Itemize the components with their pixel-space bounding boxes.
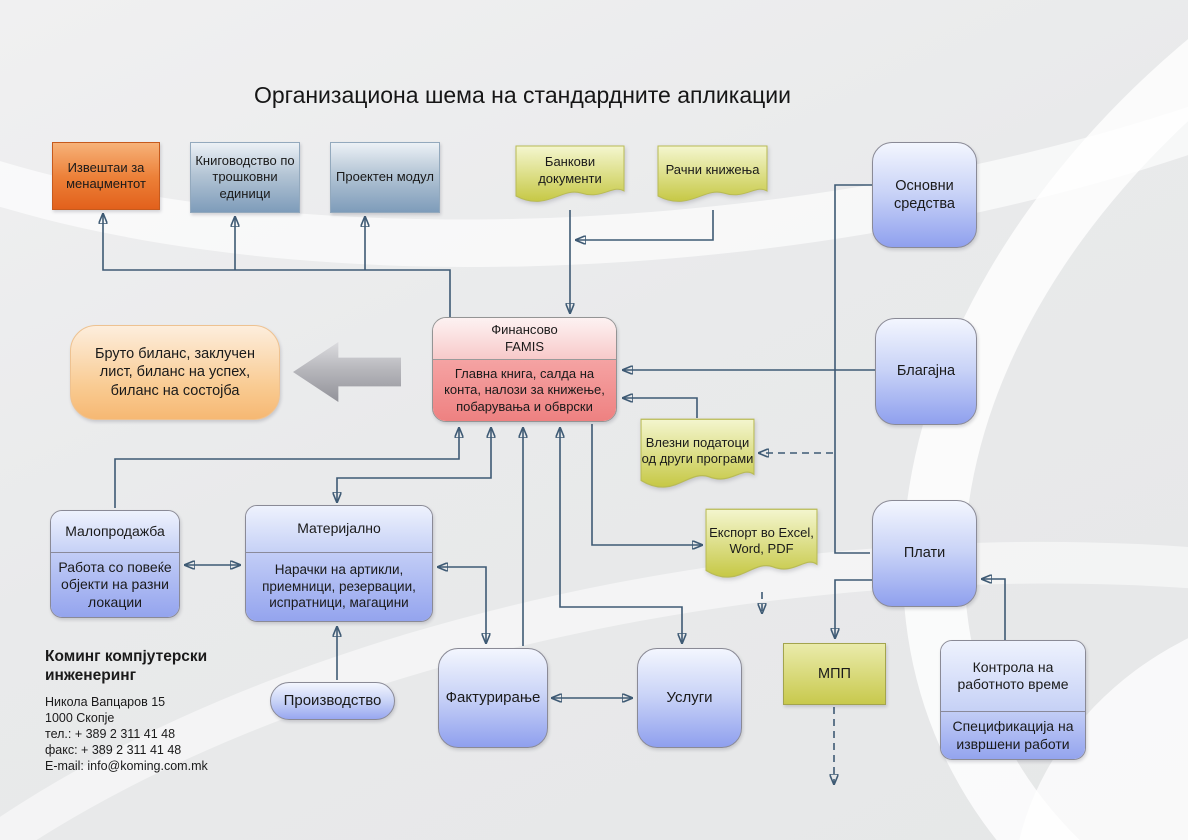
node-label: Фактурирање xyxy=(445,688,541,706)
node-mpp: МПП xyxy=(783,643,886,705)
node-bank-documents: Банкови документи xyxy=(515,145,625,212)
node-famis: Финансово FAMIS Главна книга, салда на к… xyxy=(432,317,617,422)
background-swoosh-bottom xyxy=(0,425,1188,840)
company-fax: факс: + 389 2 311 41 48 xyxy=(45,743,182,758)
node-cost-accounting: Книговодство по трошковни единици xyxy=(190,142,300,213)
node-label: Влезни податоци од други програми xyxy=(641,434,754,466)
connector-payroll-mpp xyxy=(835,579,872,638)
node-invoicing: Фактурирање xyxy=(438,648,548,748)
node-services: Услуги xyxy=(637,648,742,748)
node-payroll: Плати xyxy=(872,500,977,607)
node-label: МПП xyxy=(818,665,851,682)
famis-body: Главна книга, салда на конта, налози за … xyxy=(433,360,616,421)
company-email: E-mail: info@koming.com.mk xyxy=(45,759,208,774)
time-control-body: Спецификација на извршени работи xyxy=(941,712,1085,759)
node-label: Експорт во Excel, Word, PDF xyxy=(709,524,814,556)
node-export: Експорт во Excel, Word, PDF xyxy=(705,508,818,590)
document-shape-icon xyxy=(640,418,755,488)
node-label: Основни средства xyxy=(893,177,956,212)
retail-body: Работа со повеќе објекти на разни локаци… xyxy=(51,553,179,617)
connector-famis-materials xyxy=(337,428,491,502)
node-input-data: Влезни податоци од други програми xyxy=(640,418,755,500)
time-control-header: Контрола на работното време xyxy=(941,641,1085,712)
node-label: Производство xyxy=(283,691,382,709)
connector-time-control-payroll xyxy=(982,579,1006,640)
connector-manual-postings-join xyxy=(576,210,714,240)
company-phone: тел.: + 389 2 311 41 48 xyxy=(45,727,176,742)
node-manual-postings: Рачни книжења xyxy=(657,145,768,212)
node-management-reports: Извештаи за менаџментот xyxy=(52,142,160,210)
node-cash-register: Благајна xyxy=(875,318,977,425)
node-label: Книговодство по трошковни единици xyxy=(195,153,295,201)
node-gross-balance: Бруто биланс, заклучен лист, биланс на у… xyxy=(70,325,280,420)
node-fixed-assets: Основни средства xyxy=(872,142,977,248)
left-block-arrow-icon xyxy=(293,342,401,402)
famis-header: Финансово FAMIS xyxy=(433,318,616,360)
node-label: Проектен модул xyxy=(336,169,434,185)
document-shape-icon xyxy=(705,508,818,578)
company-address: Никола Вапцаров 15 xyxy=(45,695,166,710)
document-shape-icon xyxy=(515,145,625,202)
node-label: Благајна xyxy=(896,363,956,380)
connector-materials-invoicing xyxy=(438,567,486,643)
connector-retail-famis xyxy=(114,428,459,508)
node-project-module: Проектен модул xyxy=(330,142,440,213)
node-materials: Материјално Нарачки на артикли, приемниц… xyxy=(245,505,433,622)
node-label: Рачни книжења xyxy=(665,162,760,178)
node-label: Бруто биланс, заклучен лист, биланс на у… xyxy=(94,346,256,399)
materials-body: Нарачки на артикли, приемници, резерваци… xyxy=(246,553,432,621)
connector-famis-reports xyxy=(103,214,451,317)
company-city: 1000 Скопје xyxy=(45,711,115,726)
retail-header: Малопродажба xyxy=(51,511,179,553)
node-label: Услуги xyxy=(666,688,713,706)
document-shape-icon xyxy=(657,145,768,202)
company-name: Коминг компјутерски инженеринг xyxy=(45,648,208,684)
node-label: Извештаи за менаџментот xyxy=(66,159,146,191)
node-production: Производство xyxy=(270,682,395,720)
materials-header: Материјално xyxy=(246,506,432,553)
node-label: Банкови документи xyxy=(538,154,602,186)
company-info: Коминг компјутерски инженеринг Никола Ва… xyxy=(45,648,285,774)
node-time-control: Контрола на работното време Спецификациј… xyxy=(940,640,1086,760)
diagram-title: Организациона шема на стандардните аплик… xyxy=(254,82,791,108)
connector-fixed-assets-trunk xyxy=(834,184,872,554)
connector-input-data-famis xyxy=(623,398,698,418)
node-retail: Малопродажба Работа со повеќе објекти на… xyxy=(50,510,180,618)
node-label: Плати xyxy=(903,545,946,562)
